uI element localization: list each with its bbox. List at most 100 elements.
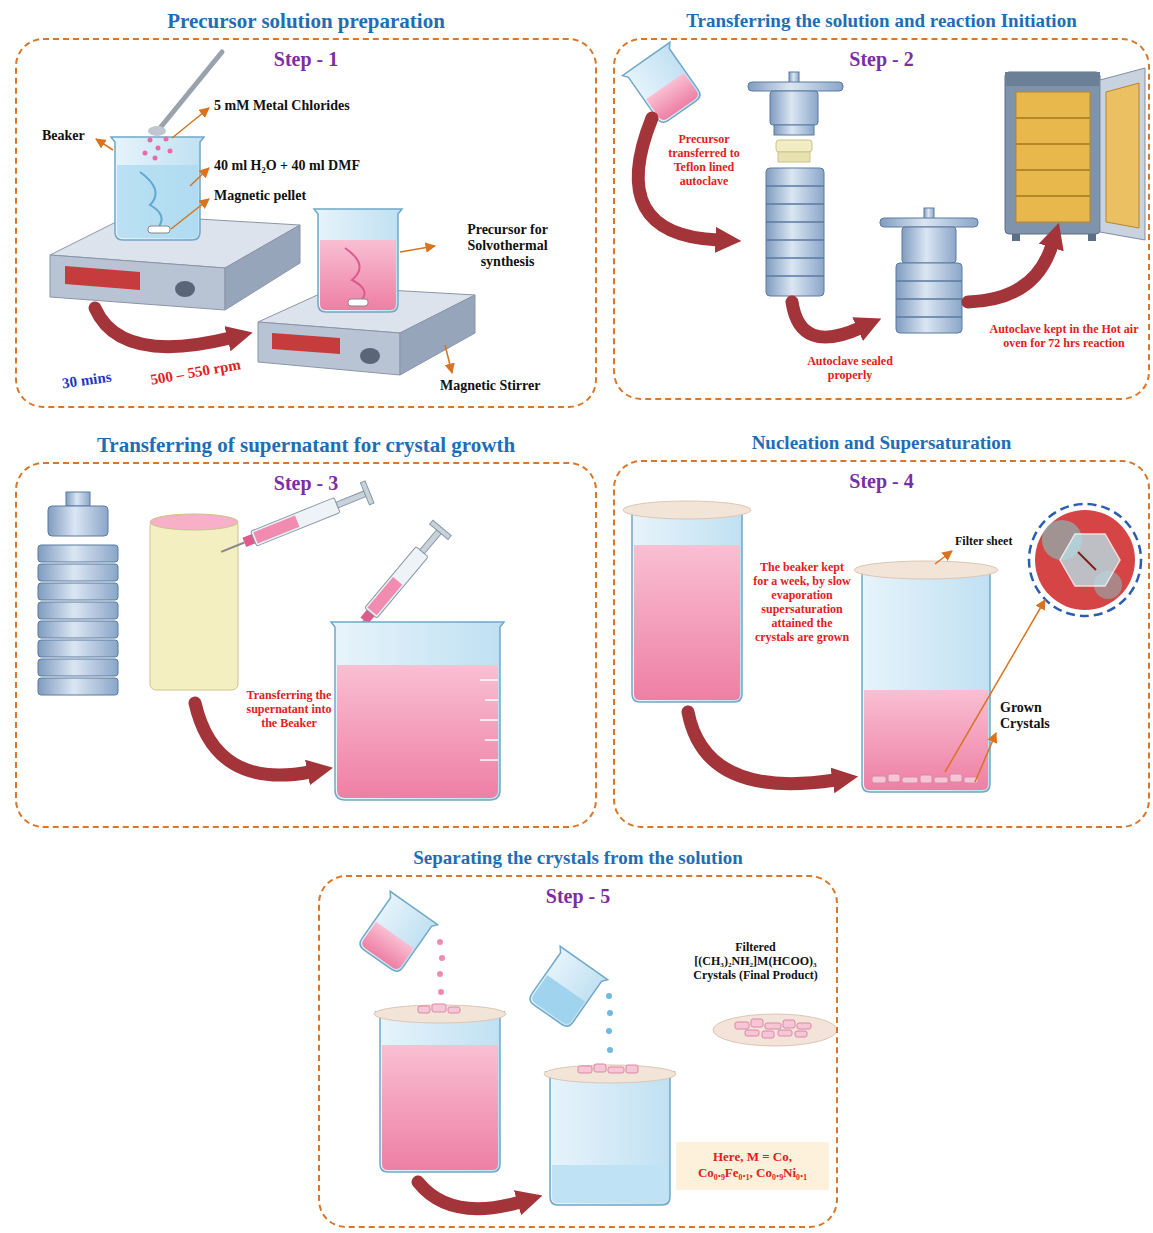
annotation-label: Precursor for Solvothermal synthesis — [440, 222, 575, 270]
drop — [606, 993, 613, 1053]
autoclave — [38, 621, 118, 638]
beaker — [331, 622, 504, 800]
drop — [607, 1010, 613, 1016]
magnetic-stirrer — [360, 348, 380, 364]
drop — [438, 989, 444, 995]
crystal — [872, 774, 978, 783]
autoclave — [38, 659, 118, 676]
hot-air-oven — [1016, 92, 1090, 222]
crystal — [418, 1004, 460, 1013]
magnetic-stirrer — [50, 255, 225, 310]
note-box: Here, M = Co, Co₀.₉Fe₀.₁, Co₀.₉Ni₀.₁ — [676, 1142, 829, 1190]
microscope-inset — [1060, 534, 1120, 586]
crystal — [795, 1031, 807, 1037]
spatula — [156, 146, 161, 151]
autoclave — [748, 72, 843, 296]
hot-air-oven — [1005, 72, 1100, 86]
crystal — [745, 1030, 759, 1036]
beaker — [544, 1064, 676, 1205]
autoclave — [896, 263, 962, 333]
pouring-beaker — [360, 922, 414, 971]
annotation-label: Transferring the supernatant into the Be… — [245, 688, 333, 730]
process-arrow — [418, 1182, 520, 1209]
crystal — [797, 1023, 811, 1029]
annotation-label: 500 – 550 rpm — [149, 356, 242, 389]
drop — [439, 955, 445, 961]
beaker — [331, 622, 504, 800]
magnetic-stirrer — [258, 322, 400, 375]
annotation-label: 40 ml H₂O + 40 ml DMF — [214, 158, 360, 174]
beaker — [345, 248, 365, 302]
beaker — [111, 137, 204, 240]
syringe — [360, 481, 374, 505]
beaker — [337, 665, 498, 798]
beaker — [374, 1005, 506, 1023]
crystal — [934, 777, 948, 783]
process-arrow — [95, 118, 1052, 1209]
crystal-pile — [713, 1014, 837, 1046]
drop — [606, 993, 612, 999]
leader-line — [171, 199, 209, 229]
step-panel: Nucleation and SupersaturationStep - 4 — [613, 460, 1150, 828]
beaker — [634, 545, 740, 700]
crystal — [418, 1006, 430, 1013]
beaker — [628, 509, 746, 702]
leader-line — [96, 108, 452, 373]
autoclave — [66, 492, 90, 506]
drop — [606, 1028, 612, 1034]
autoclave — [38, 602, 118, 619]
annotation-label: 5 mM Metal Chlorides — [214, 98, 350, 114]
step-label: Step - 2 — [849, 47, 913, 71]
spatula — [148, 138, 153, 143]
annotation-label: Beaker — [42, 128, 85, 144]
pouring-beaker — [622, 42, 706, 127]
syringe — [420, 530, 441, 554]
crystal — [608, 1067, 624, 1073]
beaker — [864, 690, 988, 790]
panel-heading: Nucleation and Supersaturation — [752, 431, 1012, 455]
autoclave — [38, 678, 118, 695]
process-arrow — [95, 308, 230, 347]
hot-air-oven — [1106, 83, 1139, 228]
leader-line — [945, 600, 1045, 772]
autoclave — [902, 227, 956, 263]
spatula — [143, 151, 148, 156]
crystal — [783, 1020, 795, 1028]
annotation-label: 30 mins — [61, 369, 112, 393]
pouring-beaker — [524, 946, 608, 1031]
step-label: Step - 5 — [546, 884, 610, 908]
annotation-label: The beaker kept for a week, by slow evap… — [752, 560, 852, 644]
microscope-inset — [1078, 552, 1096, 570]
microscope-inset — [1029, 504, 1141, 616]
pouring-beaker — [354, 891, 438, 976]
step-label: Step - 3 — [274, 471, 338, 495]
crystal — [735, 1019, 811, 1038]
annotation-label: Magnetic pellet — [214, 188, 306, 204]
syringe — [365, 547, 429, 619]
autoclave — [766, 168, 824, 296]
crystal — [594, 1064, 606, 1072]
beaker — [148, 226, 170, 233]
spatula — [143, 52, 223, 161]
crystal — [778, 1030, 792, 1036]
beaker — [382, 1045, 498, 1170]
crystal — [448, 1007, 460, 1013]
annotation-label: Magnetic Stirrer — [440, 378, 540, 394]
teflon-liner — [150, 514, 238, 690]
syringe — [253, 516, 299, 544]
annotation-label: Filtered [(CH₃)₂NH₂]M(HCOO)₃ Crystals (F… — [678, 940, 833, 982]
syringe — [430, 520, 452, 539]
beaker — [480, 680, 498, 760]
step-label: Step - 4 — [849, 469, 913, 493]
autoclave — [38, 564, 118, 581]
beaker — [854, 561, 998, 579]
autoclave — [766, 186, 824, 276]
beaker — [117, 165, 198, 238]
leader-line — [445, 345, 452, 373]
beaker — [623, 501, 751, 702]
spatula — [168, 149, 173, 154]
autoclave — [776, 140, 812, 152]
step-label: Step - 1 — [274, 47, 338, 71]
